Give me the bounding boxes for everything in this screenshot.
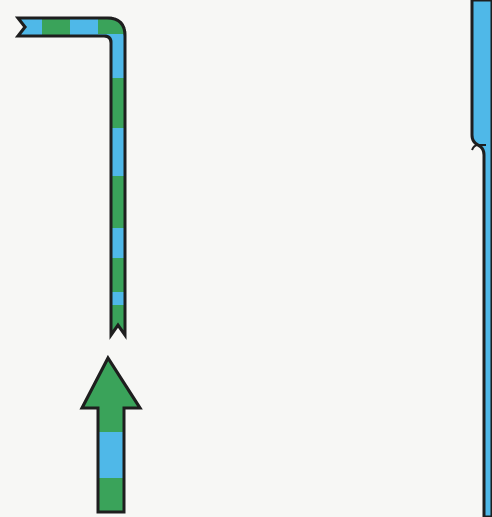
- edge-line-outline: [470, 0, 492, 517]
- upward-arrow: [79, 355, 143, 514]
- route-outline-top: [14, 16, 127, 340]
- route-stripe-green: [42, 18, 70, 44]
- edge-line-notch: [471, 144, 486, 151]
- bent-striped-route: [14, 16, 127, 340]
- right-edge-blue-line: [470, 0, 492, 517]
- arrow-outline-top: [79, 355, 143, 514]
- route-outline: [14, 16, 127, 340]
